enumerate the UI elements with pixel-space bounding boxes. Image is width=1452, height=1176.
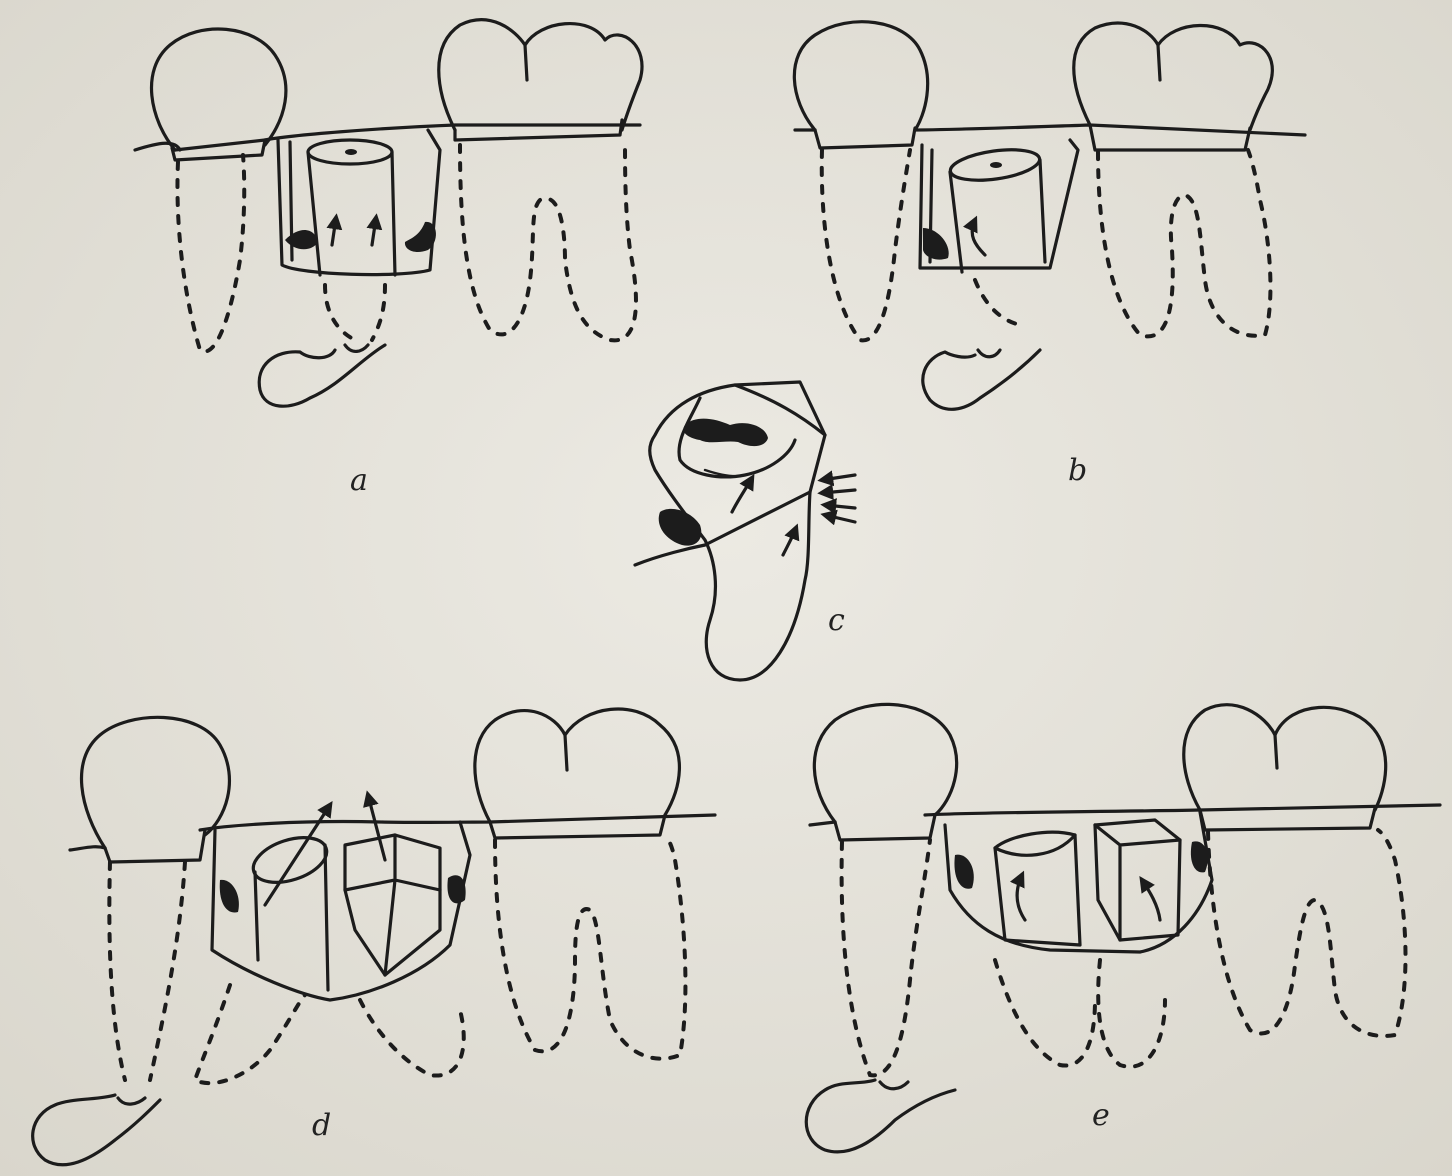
panel-label-c: c bbox=[828, 603, 845, 638]
panel-label-e: e bbox=[1092, 1098, 1110, 1133]
panel-label-a: a bbox=[350, 463, 368, 498]
panel-label-b: b bbox=[1068, 453, 1087, 488]
panel-label-d: d bbox=[312, 1108, 331, 1143]
